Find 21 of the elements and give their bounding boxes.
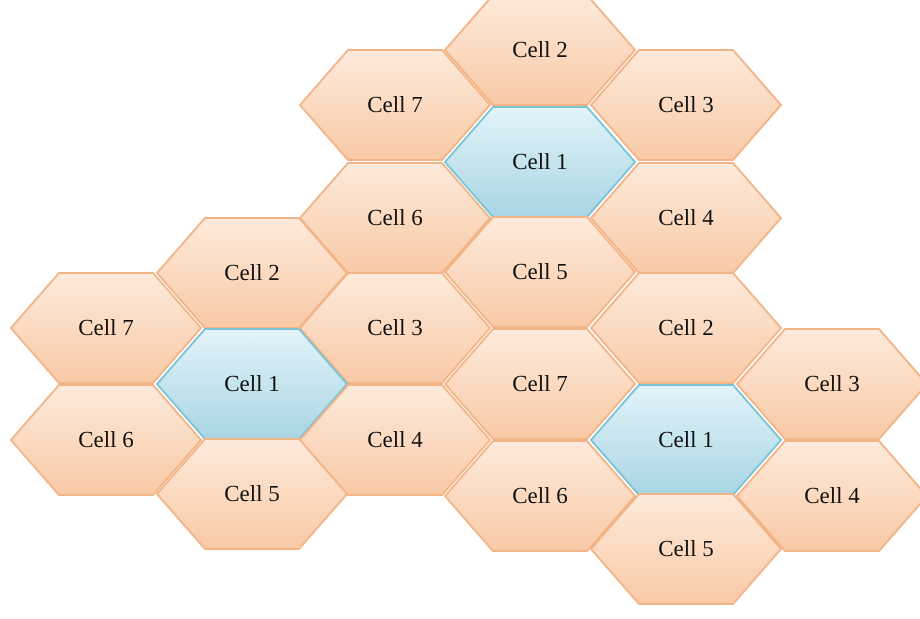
cell-label: Cell 1	[511, 149, 569, 175]
cell-label: Cell 4	[803, 483, 861, 509]
cell-label: Cell 6	[511, 483, 569, 509]
cell-label: Cell 5	[511, 259, 569, 285]
cell-label: Cell 2	[511, 37, 569, 63]
cell-label: Cell 4	[657, 205, 715, 231]
cell-label: Cell 6	[77, 427, 135, 453]
cell-label: Cell 2	[657, 315, 715, 341]
cell-label: Cell 1	[223, 371, 281, 397]
cell-label: Cell 5	[657, 536, 715, 562]
cell-label: Cell 3	[657, 92, 715, 118]
cell-label: Cell 1	[657, 427, 715, 453]
cell-label: Cell 6	[366, 205, 424, 231]
cell-label: Cell 7	[511, 371, 569, 397]
cell-label: Cell 3	[366, 315, 424, 341]
cell-label: Cell 3	[803, 371, 861, 397]
cell-label: Cell 2	[223, 260, 281, 286]
cell-label: Cell 7	[366, 92, 424, 118]
cell-label: Cell 7	[77, 315, 135, 341]
cell-label: Cell 4	[366, 427, 424, 453]
cell-label: Cell 5	[223, 481, 281, 507]
